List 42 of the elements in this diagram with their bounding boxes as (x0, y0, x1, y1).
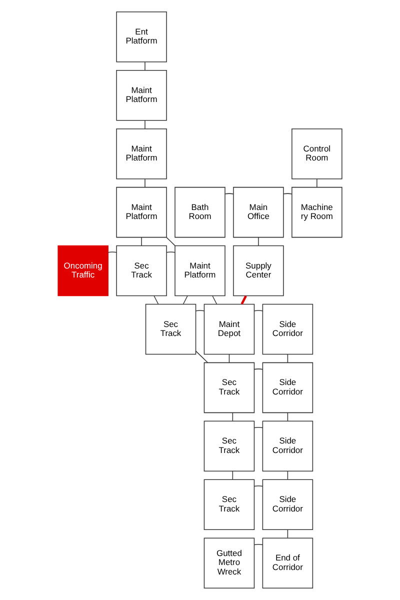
connector (254, 427, 264, 428)
connector (166, 237, 176, 246)
connector (254, 544, 264, 546)
connector (144, 120, 146, 129)
node-box: Machine ry Room (292, 186, 342, 238)
node-box: Maint Platform (116, 70, 167, 121)
node-box: End of Corridor (262, 538, 314, 588)
node-box: Sec Track (204, 420, 255, 472)
node-box: Maint Depot (204, 304, 255, 355)
node-box: Side Corridor (262, 479, 314, 530)
connector (254, 310, 264, 312)
node-box: Side Corridor (262, 362, 314, 414)
connector (144, 62, 146, 71)
node-box: Control Room (292, 128, 342, 180)
connector (166, 252, 176, 253)
connector (240, 295, 247, 305)
connector (141, 237, 142, 246)
connector (196, 310, 205, 312)
node-box: Main Office (233, 186, 284, 238)
node-box: Maint Platform (116, 186, 167, 238)
node-box: Side Corridor (262, 304, 314, 355)
node-box: Ent Platform (116, 12, 167, 62)
node-box: Sec Track (204, 362, 255, 414)
node-box: Side Corridor (262, 420, 314, 472)
node-box: Supply Center (233, 245, 284, 296)
connector (144, 178, 146, 188)
connector (196, 350, 208, 364)
connector (316, 178, 318, 188)
connector (283, 193, 292, 194)
node-box: Sec Track (145, 304, 196, 355)
connector (108, 252, 117, 253)
node-box: Gutted Metro Wreck (204, 538, 255, 588)
connector (258, 237, 259, 246)
node-box: Maint Platform (174, 245, 226, 296)
node-box: Sec Track (116, 245, 167, 296)
connector (224, 193, 234, 194)
node-box: Oncoming Traffic (58, 245, 108, 296)
node-box: Sec Track (204, 479, 255, 530)
node-box: Maint Platform (116, 128, 167, 180)
connector (254, 485, 264, 487)
connector (254, 368, 264, 370)
node-box: Bath Room (174, 186, 226, 238)
